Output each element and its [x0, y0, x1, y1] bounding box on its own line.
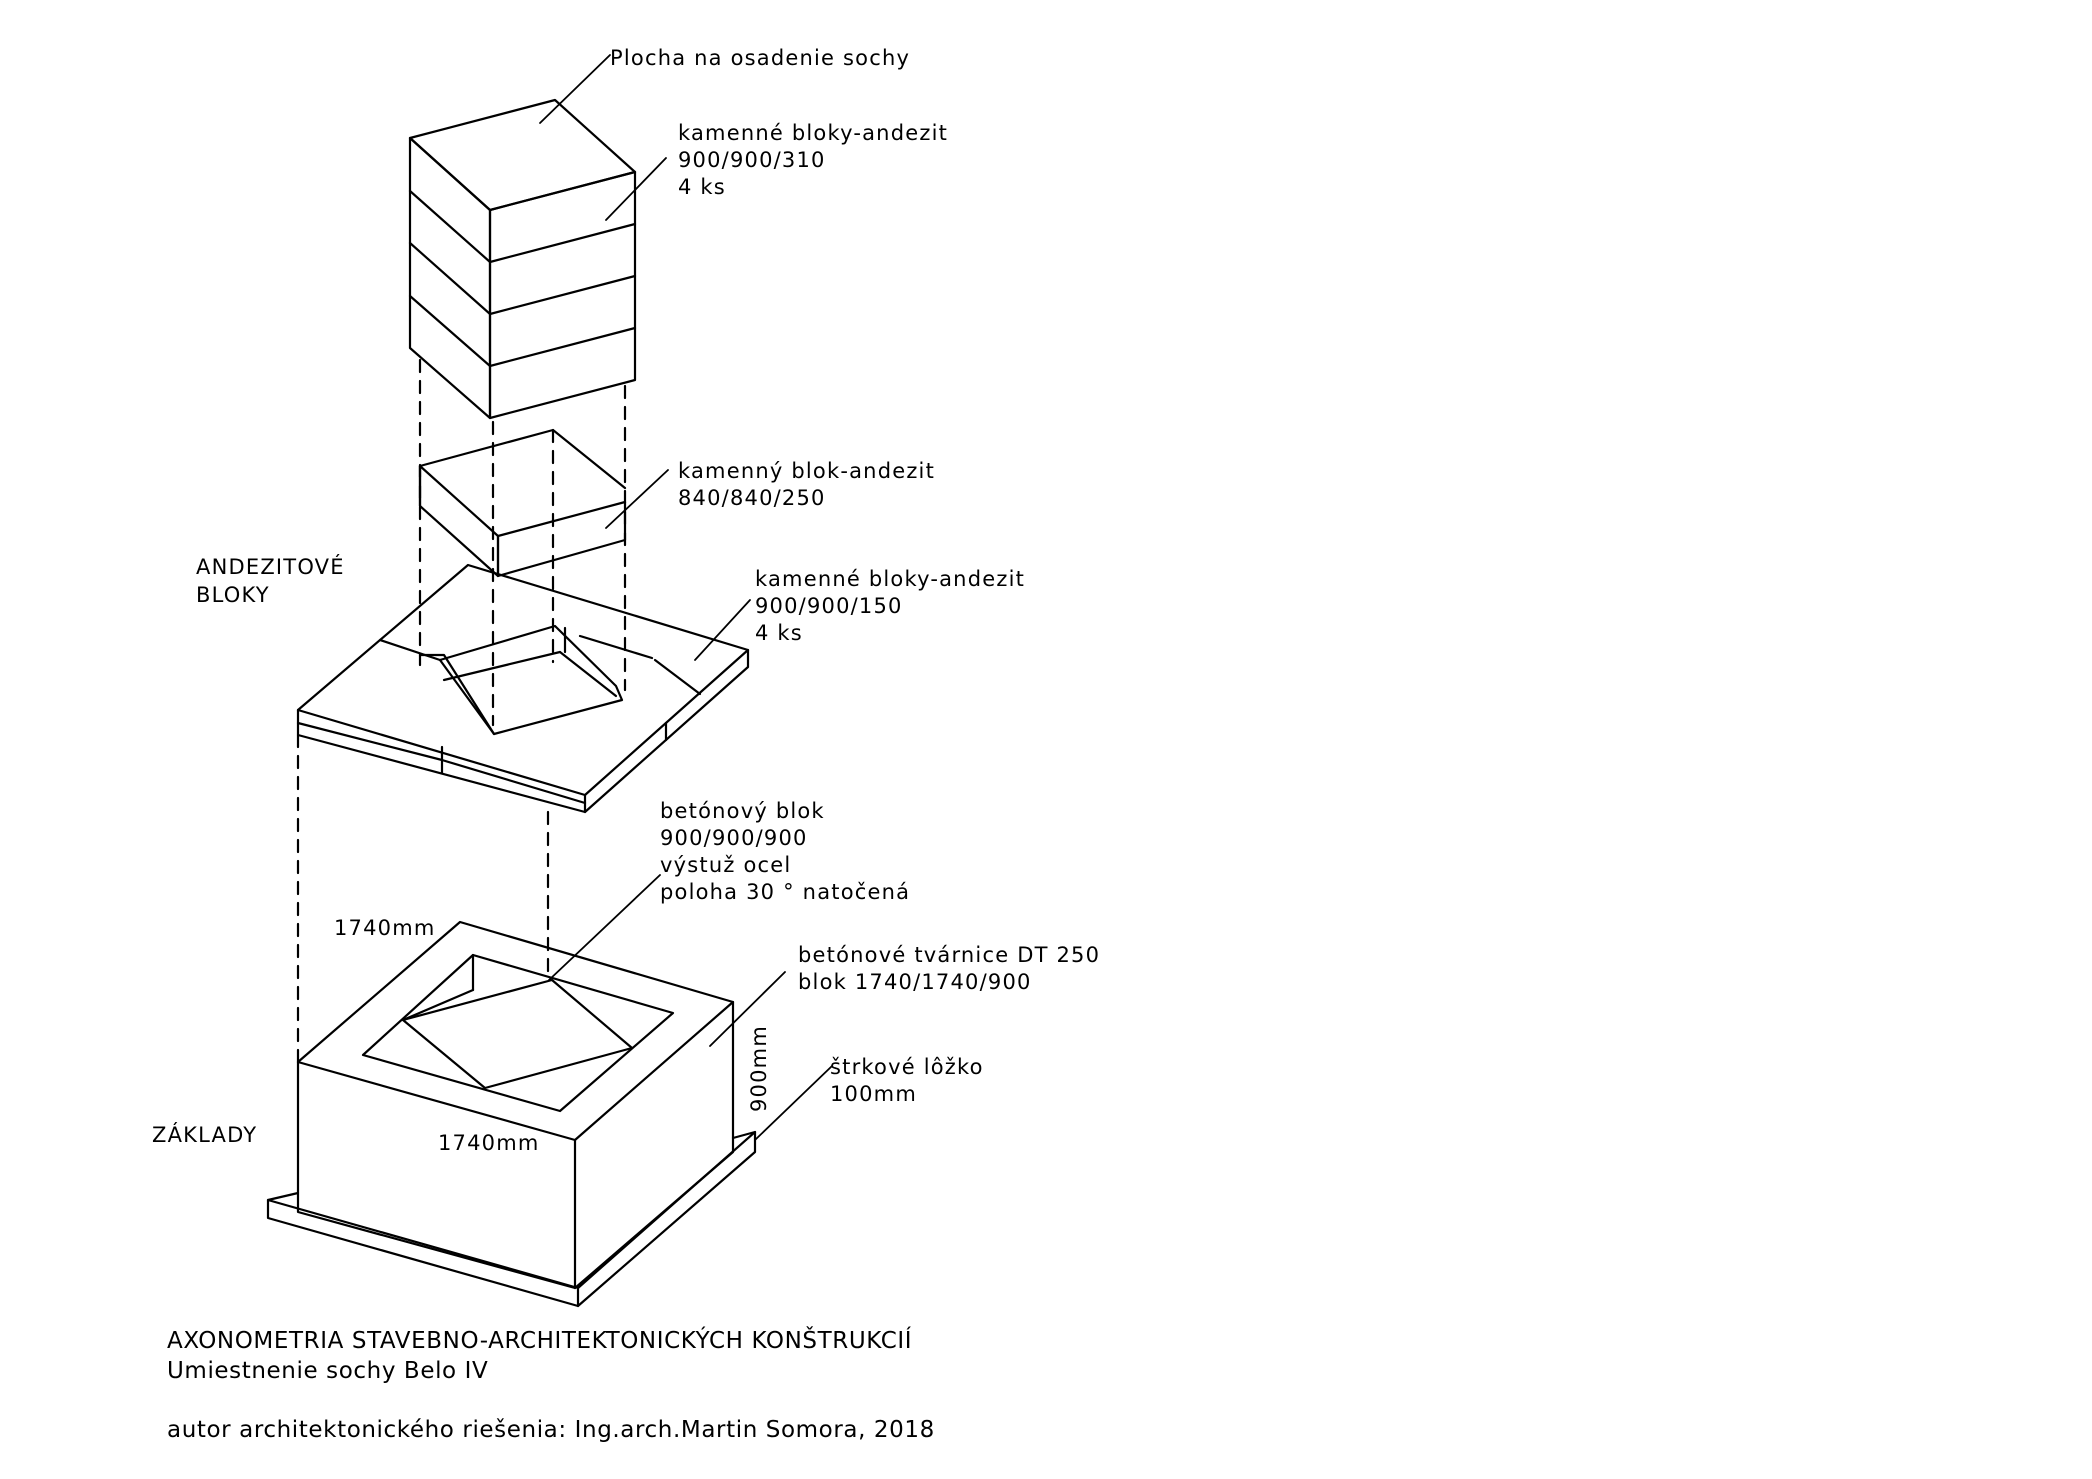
label-plocha: Plocha na osadenie sochy [610, 46, 910, 70]
gravel-bed [266, 1130, 757, 1308]
label-blocks-top: kamenné bloky-andezit 900/900/310 4 ks [678, 121, 956, 199]
label-blocks-slab: kamenné bloky-andezit 900/900/150 4 ks [755, 567, 1033, 645]
dimension-top-width: 1740mm [334, 916, 436, 940]
caption-author: autor architektonického riešenia: Ing.ar… [167, 1417, 935, 1443]
stone-block-middle [418, 428, 627, 578]
leader-lines [539, 54, 833, 1141]
label-zaklady: ZÁKLADY [152, 1122, 257, 1147]
label-block-mid: kamenný blok-andezit 840/840/250 [678, 459, 943, 510]
label-strk: štrkové lôžko 100mm [830, 1055, 992, 1106]
label-tvarnice: betónové tvárnice DT 250 blok 1740/1740/… [798, 943, 1108, 994]
concrete-block [296, 920, 735, 1290]
hidden-lines [296, 358, 627, 1064]
dimension-height: 900mm [747, 1025, 771, 1112]
caption-subtitle: Umiestnenie sochy Belo IV [167, 1358, 488, 1384]
label-beton-blok: betónový blok 900/900/900 výstuž ocel po… [660, 799, 910, 904]
caption-block: AXONOMETRIA STAVEBNO-ARCHITEKTONICKÝCH K… [167, 1326, 935, 1443]
dimension-front-width: 1740mm [438, 1131, 540, 1155]
label-andezit-group: ANDEZITOVÉ BLOKY [196, 554, 353, 607]
caption-title: AXONOMETRIA STAVEBNO-ARCHITEKTONICKÝCH K… [167, 1326, 912, 1354]
stone-slab [296, 563, 750, 814]
annotation-labels: Plocha na osadenie sochy kamenné bloky-a… [152, 46, 1108, 1155]
stone-block-stack [408, 98, 637, 420]
